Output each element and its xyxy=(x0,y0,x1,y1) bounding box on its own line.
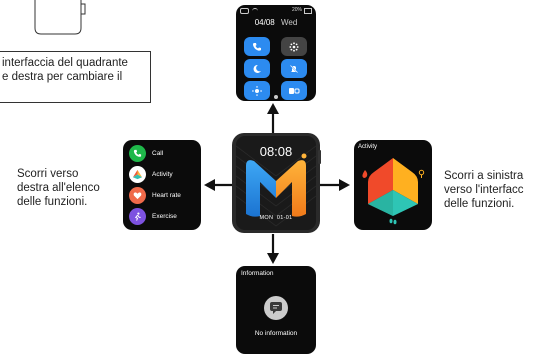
information-title: Information xyxy=(241,270,274,277)
control-center-screen[interactable]: 20% 04/08 Wed xyxy=(236,5,316,101)
menu-item-activity[interactable]: Activity xyxy=(129,166,173,183)
watch-face-pattern xyxy=(236,145,316,227)
arrow-left xyxy=(204,179,234,191)
arrow-down xyxy=(267,234,279,264)
phone-link-icon xyxy=(252,8,258,13)
exercise-icon xyxy=(129,208,146,225)
menu-label-exercise: Exercise xyxy=(152,213,177,220)
battery-percent: 20% xyxy=(292,7,303,13)
menu-label-heart-rate: Heart rate xyxy=(152,192,181,199)
activity-title: Activity xyxy=(358,144,378,150)
instruction-line-2: e destra per cambiare il xyxy=(2,71,123,83)
mute-tile[interactable] xyxy=(281,59,307,78)
right-caption-line-1: Scorri a sinistra xyxy=(444,170,524,182)
no-information-label: No information xyxy=(254,330,298,337)
brightness-tile[interactable] xyxy=(281,37,307,56)
instruction-box xyxy=(0,51,151,103)
left-caption-line-1: Scorri verso xyxy=(17,168,79,180)
menu-item-heart-rate[interactable]: Heart rate xyxy=(129,187,181,204)
watch-face-icon xyxy=(289,87,300,94)
clock-date: MON 01-01 xyxy=(259,215,293,221)
activity-screen[interactable]: Activity xyxy=(354,140,432,230)
menu-label-activity: Activity xyxy=(152,171,173,178)
bell-off-icon xyxy=(290,64,298,73)
do-not-disturb-tile[interactable] xyxy=(244,59,270,78)
right-caption: Scorri a sinistra verso l'interfacc dell… xyxy=(444,169,524,211)
right-caption-line-2: verso l'interfacc xyxy=(444,184,524,196)
moon-icon xyxy=(253,64,261,73)
sun-icon xyxy=(252,85,262,96)
left-caption-line-2: destra all'elenco xyxy=(17,182,100,194)
brightness-sun-tile[interactable] xyxy=(244,81,270,100)
main-watch-face[interactable]: 08:08 MON 01-01 xyxy=(236,136,316,230)
watch-face-tile[interactable] xyxy=(281,81,307,100)
information-screen[interactable]: Information No information xyxy=(236,266,316,354)
heart-rate-icon xyxy=(129,187,146,204)
left-caption: Scorri verso destra all'elenco delle fun… xyxy=(17,167,100,209)
menu-item-call[interactable]: Call xyxy=(129,145,163,162)
phone-tile[interactable] xyxy=(244,37,270,56)
page-indicator xyxy=(274,95,278,99)
date-row: 04/08 Wed xyxy=(236,18,316,27)
clock-time: 08:08 xyxy=(259,144,293,159)
menu-label-call: Call xyxy=(152,150,164,157)
instruction-text: interfaccia del quadrante e destra per c… xyxy=(2,56,128,84)
device-outline-fragment xyxy=(34,0,86,35)
arrow-up xyxy=(267,103,279,133)
right-caption-line-3: delle funzioni. xyxy=(444,198,515,210)
instruction-line-1: interfaccia del quadrante xyxy=(2,57,128,69)
weekday-label: Wed xyxy=(280,18,298,27)
message-bubble-icon xyxy=(264,296,288,320)
activity-rings-graphic xyxy=(362,158,425,225)
function-list-screen[interactable]: Call Activity Heart rate Exercise xyxy=(123,140,201,230)
bluetooth-icon xyxy=(240,8,249,14)
brightness-dots-icon xyxy=(289,41,299,52)
status-bar: 20% xyxy=(240,7,312,15)
phone-icon xyxy=(253,42,261,51)
arrow-right xyxy=(320,179,350,191)
call-icon xyxy=(129,145,146,162)
watch-crown xyxy=(318,150,321,164)
date-label: 04/08 xyxy=(254,18,275,27)
activity-icon xyxy=(129,166,146,183)
menu-item-exercise[interactable]: Exercise xyxy=(129,208,177,225)
left-caption-line-3: delle funzioni. xyxy=(17,196,88,208)
battery-icon xyxy=(304,8,312,14)
